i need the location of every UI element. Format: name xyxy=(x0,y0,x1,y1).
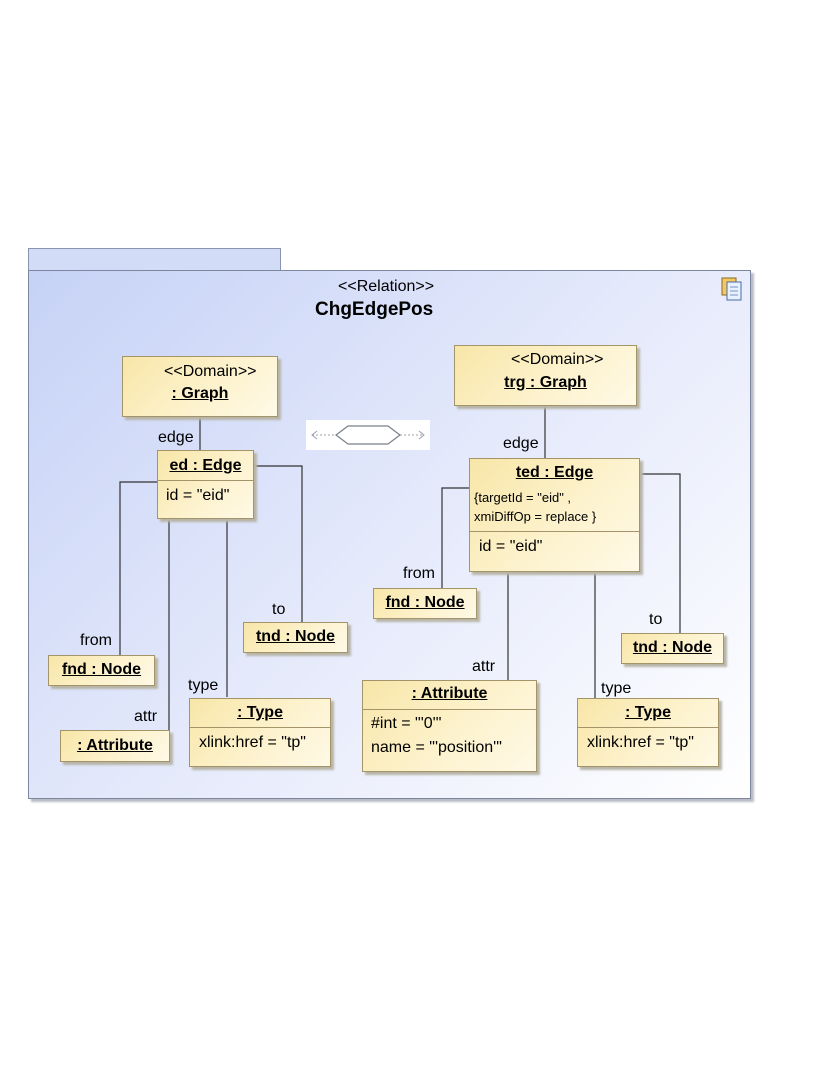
left-edge-box[interactable]: ed : Edge id = "eid" xyxy=(157,450,254,519)
left-type-label: type xyxy=(188,677,219,694)
right-graph-box[interactable]: <<Domain>> trg : Graph xyxy=(454,345,637,406)
right-attribute-name: : Attribute xyxy=(411,685,488,702)
right-to-node-name: tnd : Node xyxy=(632,639,713,656)
left-attribute-box[interactable]: : Attribute xyxy=(60,730,170,762)
right-attr-label: attr xyxy=(472,658,496,675)
left-type-attr: xlink:href = "tp" xyxy=(199,734,306,751)
right-to-label: to xyxy=(649,611,663,628)
right-graph-name: trg : Graph xyxy=(504,374,587,391)
right-edge-attr: id = "eid" xyxy=(479,538,543,555)
right-edge-constraint-2: xmiDiffOp = replace } xyxy=(474,509,597,524)
right-graph-stereotype: <<Domain>> xyxy=(511,351,604,368)
right-from-label: from xyxy=(403,565,435,582)
right-from-node-name: fnd : Node xyxy=(385,594,465,611)
right-edge-box[interactable]: ted : Edge {targetId = "eid" , xmiDiffOp… xyxy=(469,458,640,572)
left-from-node-name: fnd : Node xyxy=(61,661,142,678)
frame-tab xyxy=(28,248,281,272)
hexagon-icon xyxy=(311,425,425,445)
relation-stereotype: <<Relation>> xyxy=(338,278,435,295)
left-graph-stereotype: <<Domain>> xyxy=(164,363,257,380)
right-edge-label: edge xyxy=(503,435,539,452)
right-attribute-box[interactable]: : Attribute #int = "'0'" name = "'positi… xyxy=(362,680,537,772)
right-type-attr: xlink:href = "tp" xyxy=(587,734,694,751)
left-type-name: : Type xyxy=(237,704,283,721)
relation-symbol xyxy=(306,420,430,450)
left-graph-box[interactable]: <<Domain>> : Graph xyxy=(122,356,278,417)
left-from-label: from xyxy=(80,632,112,649)
right-attribute-attr-1: #int = "'0'" xyxy=(371,715,442,732)
right-to-node[interactable]: tnd : Node xyxy=(621,633,724,664)
right-type-name: : Type xyxy=(625,704,671,721)
left-graph-name: : Graph xyxy=(171,385,229,402)
right-edge-constraint-1: {targetId = "eid" , xyxy=(474,490,572,505)
right-type-box[interactable]: : Type xlink:href = "tp" xyxy=(577,698,719,767)
right-type-label: type xyxy=(601,680,632,697)
right-attribute-attr-2: name = "'position'" xyxy=(371,739,502,756)
left-attribute-name: : Attribute xyxy=(77,737,153,754)
right-edge-name: ted : Edge xyxy=(515,464,594,481)
left-to-node[interactable]: tnd : Node xyxy=(243,622,348,653)
document-icon xyxy=(721,277,742,301)
left-attr-label: attr xyxy=(134,708,158,725)
left-to-label: to xyxy=(272,601,286,618)
left-edge-label: edge xyxy=(158,429,194,446)
left-to-node-name: tnd : Node xyxy=(255,628,336,645)
left-edge-attr: id = "eid" xyxy=(166,487,230,504)
left-type-box[interactable]: : Type xlink:href = "tp" xyxy=(189,698,331,767)
relation-title: ChgEdgePos xyxy=(315,299,434,320)
left-edge-name: ed : Edge xyxy=(169,457,242,474)
right-from-node[interactable]: fnd : Node xyxy=(373,588,477,619)
left-from-node[interactable]: fnd : Node xyxy=(48,655,155,686)
